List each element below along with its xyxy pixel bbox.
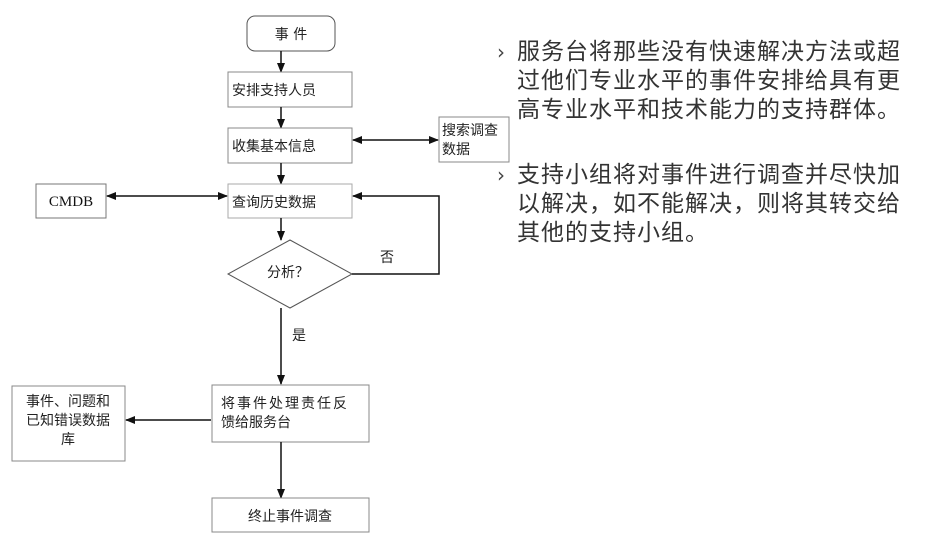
feedback-label-1: 将事件处理责任反	[221, 396, 349, 412]
yes-label: 是	[292, 328, 306, 344]
search-data-node	[438, 116, 510, 163]
chevron-right-icon: ›	[497, 40, 505, 64]
description-list: › 服务台将那些没有快速解决方法或超过他们专业水平的事件安排给具有更高专业水平和…	[497, 38, 937, 284]
bullet-text: 支持小组将对事件进行调查并尽快加以解决，如不能解决，则将其转交给其他的支持小组。	[517, 162, 901, 246]
assign-support-node	[227, 71, 353, 108]
database-label-2: 已知错误数据	[26, 412, 110, 429]
database-label-3: 库	[61, 432, 75, 448]
query-history-label: 查询历史数据	[232, 195, 316, 211]
collect-info-label: 收集基本信息	[232, 138, 316, 155]
bullet-item: › 服务台将那些没有快速解决方法或超过他们专业水平的事件安排给具有更高专业水平和…	[497, 38, 937, 125]
analysis-decision-label: 分析？	[267, 265, 309, 281]
assign-support-label: 安排支持人员	[232, 83, 316, 99]
search-data-label-1: 搜索调查	[442, 122, 498, 139]
bullet-item: › 支持小组将对事件进行调查并尽快加以解决，如不能解决，则将其转交给其他的支持小…	[497, 161, 937, 248]
collect-info-node	[227, 127, 353, 164]
terminate-node	[211, 497, 370, 533]
database-label-1: 事件、问题和	[26, 394, 110, 410]
chevron-right-icon: ›	[497, 163, 505, 187]
cmdb-node	[35, 183, 107, 219]
terminate-label: 终止事件调查	[248, 509, 332, 525]
no-label: 否	[380, 250, 394, 266]
start-label: 事 件	[275, 27, 307, 43]
start-node	[246, 15, 336, 52]
cmdb-label: CMDB	[49, 194, 93, 210]
feedback-node	[211, 384, 370, 443]
search-data-label-2: 数据	[442, 142, 470, 158]
bullet-text: 服务台将那些没有快速解决方法或超过他们专业水平的事件安排给具有更高专业水平和技术…	[517, 39, 901, 123]
database-node	[11, 385, 126, 462]
query-history-node	[227, 183, 353, 219]
analysis-decision-node	[226, 239, 354, 309]
feedback-label-2: 馈给服务台	[221, 415, 291, 431]
arrow-no-loop	[352, 192, 440, 275]
